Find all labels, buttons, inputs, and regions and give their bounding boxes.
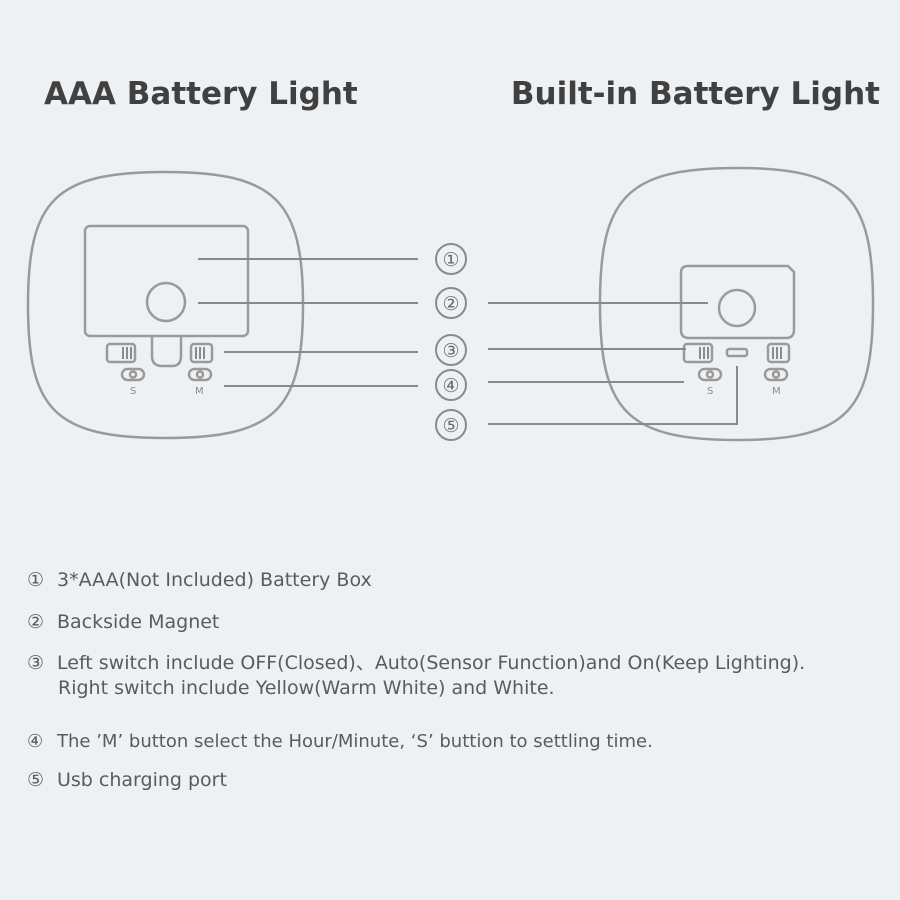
s-button — [120, 367, 146, 382]
legend-number: ③ — [27, 652, 45, 674]
built-in-s-button-label: S — [707, 386, 713, 397]
legend-item: ② Backside Magnet — [27, 610, 887, 635]
built-in-right-switch — [766, 342, 791, 364]
m-button — [187, 367, 213, 382]
built-in-light-outline — [598, 166, 875, 442]
legend-text: Usb charging port — [57, 769, 227, 791]
legend-item: ① 3*AAA(Not Included) Battery Box — [27, 568, 887, 593]
callout-3-label: ③ — [442, 340, 459, 362]
aaa-light-outline — [26, 170, 305, 440]
title-aaa-battery-light: AAA Battery Light — [44, 76, 358, 112]
leader-line-5 — [488, 366, 738, 425]
legend-item: ④ The ’M’ button select the Hour/Minute, … — [27, 729, 887, 754]
left-switch — [105, 342, 137, 364]
magnet — [145, 281, 187, 323]
usb-port — [725, 347, 749, 358]
legend-number: ④ — [27, 731, 44, 752]
callout-2-label: ② — [442, 293, 459, 315]
built-in-left-switch — [682, 342, 714, 364]
s-button-label: S — [130, 386, 136, 397]
built-in-magnet — [717, 288, 757, 328]
m-button-label: M — [195, 386, 204, 397]
callout-1-label: ① — [442, 249, 459, 271]
aaa-light-device: S M — [26, 170, 305, 440]
built-in-light-device: S M — [598, 166, 875, 442]
callout-2: ② — [435, 287, 467, 319]
built-in-m-button-label: M — [772, 386, 781, 397]
legend-text: 3*AAA(Not Included) Battery Box — [57, 569, 372, 591]
callout-1: ① — [435, 243, 467, 275]
legend-number: ① — [27, 569, 45, 591]
legend-item: ③ Left switch include OFF(Closed)、Auto(Se… — [27, 651, 887, 701]
legend-text: The ’M’ button select the Hour/Minute, ‘… — [57, 731, 653, 752]
callout-4-label: ④ — [442, 375, 459, 397]
battery-box — [83, 224, 250, 338]
legend-text: Left switch include OFF(Closed)、Auto(Sen… — [57, 652, 806, 674]
callout-3: ③ — [435, 334, 467, 366]
callout-5-label: ⑤ — [442, 415, 459, 437]
built-in-s-button — [697, 367, 723, 382]
callout-4: ④ — [435, 369, 467, 401]
built-in-m-button — [763, 367, 789, 382]
legend-text: Backside Magnet — [57, 611, 220, 633]
legend-item: ⑤ Usb charging port — [27, 768, 887, 793]
legend-text-continued: Right switch include Yellow(Warm White) … — [58, 677, 555, 699]
title-built-in-battery-light: Built-in Battery Light — [510, 76, 880, 112]
right-switch — [189, 342, 214, 364]
callout-5: ⑤ — [435, 409, 467, 441]
built-in-battery-compartment — [679, 264, 796, 340]
legend-number: ② — [27, 611, 45, 633]
battery-tab — [150, 336, 183, 368]
leader-lines — [198, 258, 738, 425]
legend-number: ⑤ — [27, 769, 45, 791]
